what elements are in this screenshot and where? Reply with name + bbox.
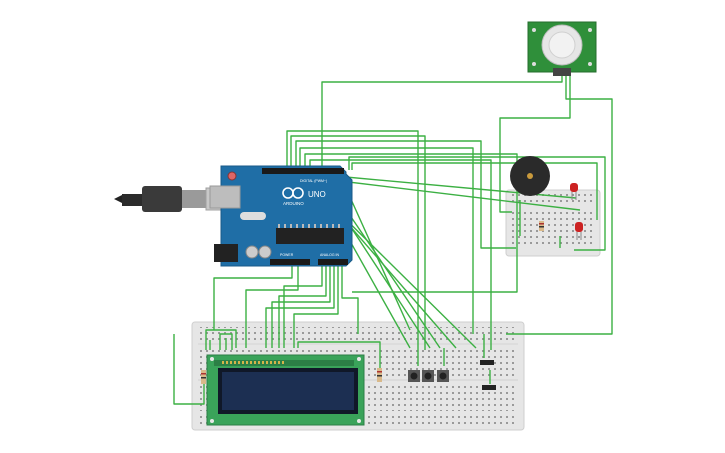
piezo-buzzer-icon[interactable] bbox=[510, 156, 550, 196]
lcd-16x2[interactable] bbox=[206, 354, 365, 426]
wire-pir-vcc bbox=[506, 72, 613, 335]
resistor-contrast[interactable] bbox=[201, 370, 206, 384]
arduino-infinity-logo bbox=[282, 187, 304, 199]
resistor-small-board[interactable] bbox=[539, 221, 544, 231]
slide-switch-1[interactable] bbox=[480, 360, 494, 365]
wire-lcd-2 bbox=[219, 333, 233, 350]
wire-top-1 bbox=[286, 130, 419, 350]
wire-diag-8 bbox=[344, 185, 411, 331]
wire-bot-1 bbox=[213, 266, 293, 330]
led-red-1[interactable] bbox=[570, 183, 578, 200]
wire-bot-6 bbox=[265, 266, 335, 348]
wire-pir-gnd bbox=[499, 72, 571, 213]
capacitor-2 bbox=[258, 245, 272, 259]
usb-port bbox=[209, 185, 241, 209]
header-power bbox=[270, 259, 310, 265]
wire-top-8 bbox=[351, 162, 598, 220]
analog-label: ANALOG IN bbox=[320, 253, 340, 257]
wire-bot-3 bbox=[283, 266, 323, 348]
capacitor-1 bbox=[245, 245, 259, 259]
wire-top-6 bbox=[309, 159, 492, 350]
wire-top-2 bbox=[290, 135, 426, 350]
wire-bot-5 bbox=[271, 266, 331, 348]
arduino-model: UNO bbox=[308, 190, 326, 199]
wire-lcd-5 bbox=[297, 341, 381, 368]
arduino-uno-board[interactable]: ARDUINO UNO DIGITAL (PWM~) POWER ANALOG … bbox=[209, 165, 353, 267]
wire-top-3 bbox=[295, 140, 516, 249]
led-red-2[interactable] bbox=[575, 222, 583, 240]
digital-label: DIGITAL (PWM~) bbox=[300, 179, 327, 183]
chip-pins bbox=[278, 224, 340, 228]
wire-top-7 bbox=[348, 156, 606, 251]
header-digital bbox=[262, 168, 344, 174]
dc-jack bbox=[214, 244, 238, 262]
lcd-pins bbox=[222, 361, 284, 364]
header-analog bbox=[318, 259, 348, 265]
slide-switch-2[interactable] bbox=[482, 385, 496, 390]
wire-diag-2 bbox=[331, 179, 581, 211]
wire-lcd-4 bbox=[173, 334, 205, 405]
lcd-screen bbox=[222, 372, 354, 410]
arduino-brand: ARDUINO bbox=[283, 201, 304, 206]
crystal bbox=[240, 212, 266, 220]
wires[interactable] bbox=[173, 72, 613, 405]
pushbutton-2[interactable] bbox=[422, 370, 434, 382]
resistor-backlight[interactable] bbox=[377, 368, 382, 382]
pushbutton-3[interactable] bbox=[437, 370, 449, 382]
reset-button[interactable] bbox=[227, 171, 237, 181]
pir-sensor[interactable] bbox=[527, 21, 597, 76]
wire-pir-signal bbox=[321, 72, 563, 170]
wire-bot-2 bbox=[245, 266, 299, 348]
wire-top-5 bbox=[304, 153, 518, 293]
wire-lcd-1 bbox=[205, 329, 237, 350]
pushbutton-1[interactable] bbox=[408, 370, 420, 382]
wire-bot-7 bbox=[293, 266, 339, 348]
wire-top-4 bbox=[299, 147, 474, 334]
power-label: POWER bbox=[280, 253, 294, 257]
wire-bot-4 bbox=[278, 266, 327, 348]
wire-bot-8 bbox=[341, 266, 359, 334]
atmega-chip bbox=[276, 228, 344, 244]
